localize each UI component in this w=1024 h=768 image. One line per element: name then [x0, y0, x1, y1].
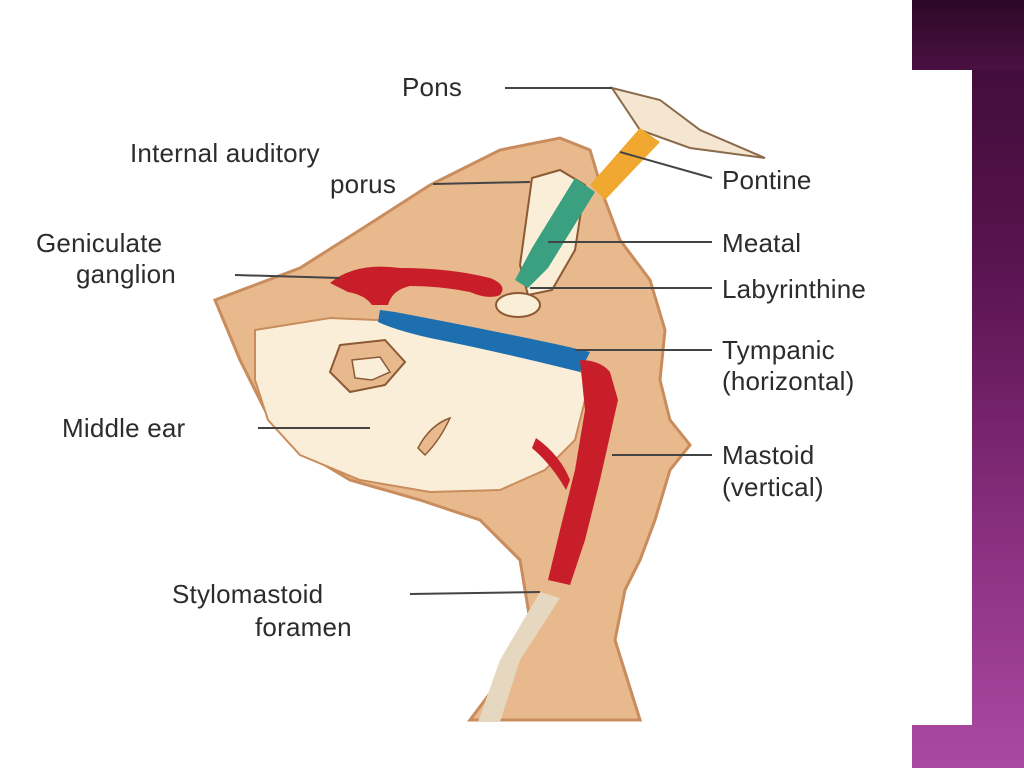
- stylomastoid-leader: [409, 591, 541, 595]
- label-pons: Pons: [402, 72, 463, 102]
- nerve-exit: [478, 592, 560, 722]
- label-geniculate-line1: Geniculate: [36, 228, 163, 258]
- ossicle-inner: [351, 356, 392, 381]
- tympanic-segment: [378, 310, 590, 372]
- pontine-leader: [619, 151, 713, 179]
- label-stylomastoid-line1: Stylomastoid: [172, 579, 324, 609]
- side-accent-top: [912, 0, 1024, 70]
- label-mastoid-line1: Mastoid: [722, 440, 815, 470]
- meatal-segment: [515, 178, 595, 288]
- label-middle-ear: Middle ear: [62, 413, 186, 443]
- leader-lines: [234, 87, 713, 595]
- porus-leader: [432, 181, 531, 185]
- label-mastoid-line2: (vertical): [722, 472, 824, 502]
- label-tympanic-line2: (horizontal): [722, 366, 855, 396]
- label-stylomastoid-line2: foramen: [255, 612, 352, 642]
- label-tympanic-line1: Tympanic: [722, 335, 835, 365]
- label-meatal: Meatal: [722, 228, 802, 258]
- label-internal-auditory-line1: Internal auditory: [130, 138, 320, 168]
- geniculate-leader: [234, 274, 341, 279]
- label-geniculate-line2: ganglion: [76, 259, 176, 289]
- ossicle-small: [417, 416, 452, 457]
- label-pontine: Pontine: [722, 165, 812, 195]
- pontine-segment: [590, 128, 660, 200]
- vestibule: [495, 292, 541, 318]
- mastoid-segment: [548, 360, 618, 585]
- label-labyrinthine: Labyrinthine: [722, 274, 867, 304]
- labyrinthine-segment: [330, 266, 503, 305]
- chorda-branch: [532, 438, 570, 490]
- label-internal-auditory-line2: porus: [330, 169, 397, 199]
